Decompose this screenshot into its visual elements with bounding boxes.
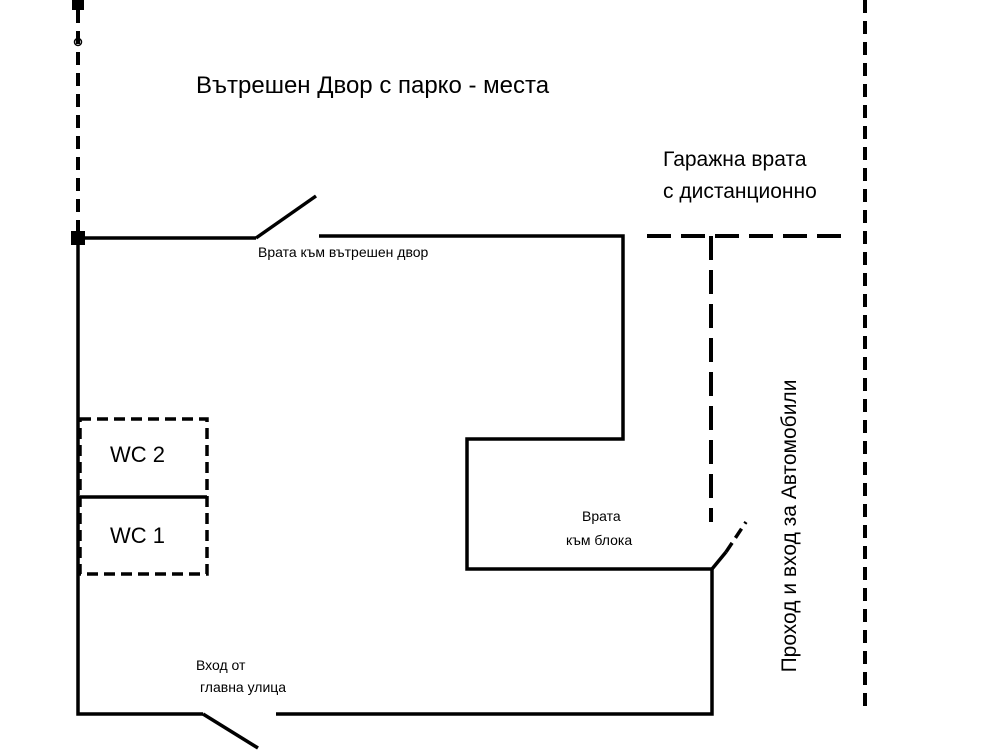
garage-label-line1: Гаражна врата [663, 148, 807, 171]
wc2-label: WC 2 [110, 442, 165, 467]
wc1-label: WC 1 [110, 523, 165, 548]
entry-label-line2: главна улица [200, 679, 287, 695]
inner-courtyard-door [254, 194, 318, 240]
inner-door-label: Врата към вътрешен двор [258, 244, 429, 260]
main-entrance-door [202, 712, 259, 750]
garage-label-line2: с дистанционно [663, 180, 817, 203]
block-door-label-line2: към блока [566, 532, 633, 548]
building-outline [76, 234, 714, 716]
passage-label: Проход и вход за Автомобили [777, 379, 801, 673]
courtyard-label: Вътрешен Двор с парко - места [196, 72, 550, 99]
block-door-dashed [724, 521, 748, 553]
block-door-label-line1: Врата [582, 508, 621, 524]
block-door-solid [710, 550, 728, 571]
corner-marker-top [72, 0, 84, 10]
survey-point-marker [73, 37, 83, 47]
entry-label-line1: Вход от [196, 657, 246, 673]
